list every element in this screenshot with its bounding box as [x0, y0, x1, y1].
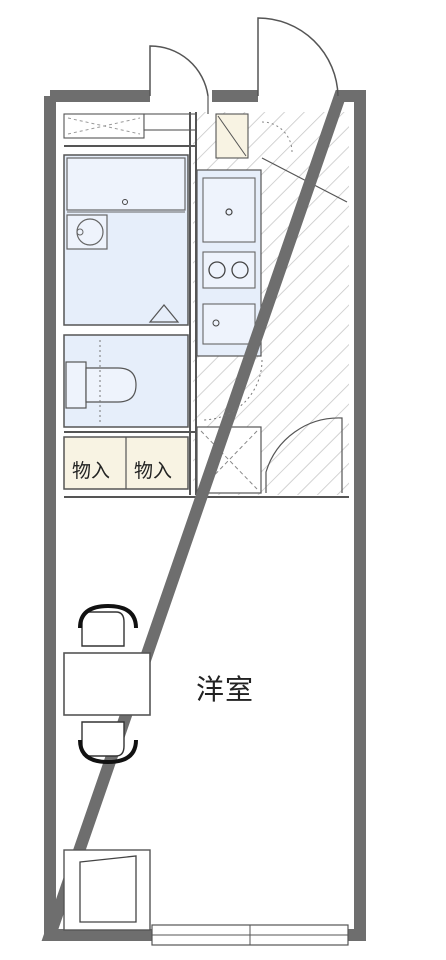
room-door-swing: [265, 417, 343, 493]
burner-right-icon: [231, 261, 249, 279]
fridge-space: [202, 303, 256, 345]
chair-top-icon: [81, 611, 125, 647]
wash-basin: [66, 214, 108, 250]
front-door-swing: [257, 17, 339, 97]
stove: [202, 251, 256, 289]
entrance-step: [261, 157, 348, 203]
chair-bottom-icon: [81, 721, 125, 757]
sink-basin: [202, 177, 256, 243]
dining-table: [63, 652, 151, 716]
sink-drain-icon: [225, 208, 233, 216]
kitchen-door-arc: [201, 359, 263, 421]
service-door-swing: [149, 45, 209, 97]
bathtub-drain-icon: [122, 199, 128, 205]
toilet-tank: [65, 361, 87, 409]
burner-left-icon: [208, 261, 226, 279]
room-label-storage-left: 物入: [72, 460, 111, 482]
shoe-box-diagonal: [217, 115, 247, 157]
room-label-storage-right: 物入: [134, 460, 173, 482]
bathtub: [66, 157, 186, 211]
room-label-western: 洋室: [196, 673, 255, 706]
faucet-icon: [76, 228, 84, 236]
toilet-bowl-icon: [85, 367, 137, 403]
bath-corner-door-arc: [261, 121, 293, 153]
chair-bottom-back: [78, 739, 138, 765]
hall-strip: [143, 113, 197, 131]
top-shelf-dash-b: [67, 117, 141, 135]
bath-door-triangle: [148, 304, 180, 323]
chair-top-back: [78, 603, 138, 629]
tv-icon: [79, 855, 137, 923]
exterior-wall: [41, 90, 366, 941]
fridge-handle-icon: [212, 319, 220, 327]
